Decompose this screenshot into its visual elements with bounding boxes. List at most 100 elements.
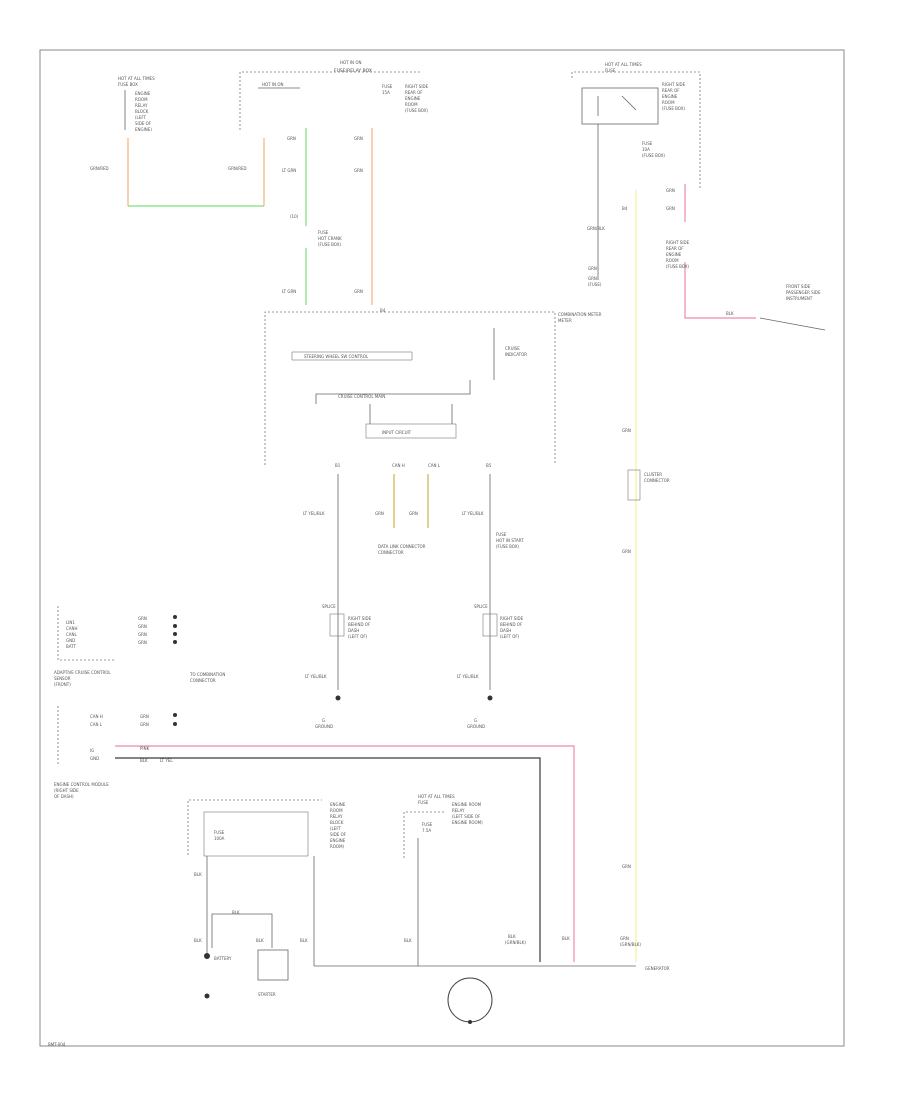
svg-text:BEHIND OF: BEHIND OF [348, 622, 371, 627]
svg-text:BATT: BATT [66, 644, 77, 649]
svg-text:(FUSE): (FUSE) [588, 282, 602, 287]
svg-text:(LEFT: (LEFT [135, 115, 147, 120]
svg-text:TO COMBINATION: TO COMBINATION [189, 672, 225, 677]
svg-text:FUSE: FUSE [418, 800, 429, 805]
svg-text:RIGHT SIDE: RIGHT SIDE [405, 84, 429, 89]
svg-text:LT YEL/BLK: LT YEL/BLK [457, 674, 479, 679]
ground-left-label: GROUND [315, 724, 333, 729]
svg-text:IG: IG [90, 748, 94, 753]
svg-text:GRN: GRN [588, 266, 597, 271]
starter-label: STARTER [258, 992, 276, 997]
svg-text:CAN L: CAN L [90, 722, 103, 727]
svg-text:FUSE: FUSE [496, 532, 507, 537]
left-module-upper: LIN1 CANH CANL GND BATT GRN GRN GRN GRN … [54, 606, 225, 687]
svg-text:FUSE: FUSE [605, 68, 616, 73]
battery: BLK BATTERY [194, 938, 232, 999]
svg-text:(GRN/BLK): (GRN/BLK) [620, 942, 641, 947]
svg-text:METER: METER [558, 318, 572, 323]
svg-text:CANH: CANH [66, 626, 78, 631]
svg-text:BLK: BLK [726, 311, 734, 316]
fuse-panel-top-label: HOT IN ON [340, 60, 361, 65]
svg-text:GRN: GRN [622, 864, 631, 869]
svg-text:(GRN/BLK): (GRN/BLK) [505, 940, 526, 945]
svg-text:ENGINE: ENGINE [330, 838, 346, 843]
svg-text:ROOM: ROOM [330, 808, 343, 813]
left-module-label: ADAPTIVE CRUISE CONTROL [54, 670, 111, 675]
fuse-box-left-label: HOT AT ALL TIMES [118, 76, 155, 81]
svg-text:REAR OF: REAR OF [662, 88, 680, 93]
fuse-box-left: HOT AT ALL TIMES FUSE BOX ENGINE ROOM RE… [90, 76, 155, 171]
svg-text:GND: GND [66, 638, 75, 643]
svg-text:ENGINE: ENGINE [666, 252, 682, 257]
svg-text:BLK: BLK [232, 910, 240, 915]
svg-text:GRN: GRN [666, 206, 675, 211]
svg-text:GRN: GRN [354, 136, 363, 141]
svg-text:CLUSTER: CLUSTER [644, 472, 662, 477]
svg-text:FUSE: FUSE [382, 84, 393, 89]
svg-text:SPLICE: SPLICE [322, 604, 336, 609]
svg-text:BLK: BLK [194, 938, 202, 943]
svg-text:(FUSE BOX): (FUSE BOX) [642, 153, 665, 158]
svg-text:7.5A: 7.5A [422, 828, 431, 833]
svg-text:FUSE: FUSE [318, 230, 329, 235]
hot-at-all-times-mid: HOT AT ALL TIMES [418, 794, 455, 799]
svg-text:FUSE: FUSE [214, 830, 225, 835]
svg-text:10A: 10A [642, 147, 650, 152]
svg-text:CAN H: CAN H [90, 714, 103, 719]
svg-text:ENGINE): ENGINE) [135, 127, 152, 132]
svg-text:G: G [474, 718, 477, 723]
svg-text:ROOM: ROOM [666, 258, 679, 263]
svg-text:GRN/BLK: GRN/BLK [587, 226, 605, 231]
generator-symbol [447, 977, 493, 1023]
wire-black-long [115, 757, 541, 962]
fuse-panel-top-label2: FUSE/RELAY BOX [334, 68, 372, 74]
svg-text:BLK: BLK [404, 938, 412, 943]
svg-text:LIN1: LIN1 [66, 620, 75, 625]
svg-text:(FUSE BOX): (FUSE BOX) [666, 264, 689, 269]
svg-text:PASSENGER SIDE: PASSENGER SIDE [786, 290, 821, 295]
svg-text:FRONT SIDE: FRONT SIDE [786, 284, 811, 289]
battery-label: BATTERY [214, 956, 232, 961]
svg-text:(FUSE BOX): (FUSE BOX) [662, 106, 685, 111]
svg-text:(LEFT OF): (LEFT OF) [500, 634, 520, 639]
svg-text:FUSE: FUSE [642, 141, 653, 146]
svg-text:LT YEL/BLK: LT YEL/BLK [303, 511, 325, 516]
svg-text:(LEFT: (LEFT [330, 826, 342, 831]
svg-text:GRN: GRN [140, 722, 149, 727]
svg-text:BLOCK: BLOCK [135, 109, 149, 114]
svg-text:GRN: GRN [622, 549, 631, 554]
svg-text:SENSOR: SENSOR [54, 676, 71, 681]
svg-text:FUSE BOX: FUSE BOX [118, 82, 138, 87]
generator-fuse: HOT AT ALL TIMES FUSE FUSE 7.5A ENGINE R… [403, 794, 570, 966]
svg-text:ENGINE ROOM: ENGINE ROOM [452, 802, 482, 807]
svg-text:B4: B4 [380, 308, 386, 313]
svg-text:(FUSE BOX): (FUSE BOX) [405, 108, 428, 113]
svg-text:ENGINE: ENGINE [405, 96, 421, 101]
svg-text:GRN/RED: GRN/RED [228, 166, 247, 171]
svg-text:B5: B5 [486, 463, 492, 468]
svg-text:G: G [322, 718, 325, 723]
svg-text:15A: 15A [382, 90, 390, 95]
svg-text:GRN: GRN [140, 714, 149, 719]
svg-text:ENGINE: ENGINE [662, 94, 678, 99]
left-module-lower: CAN H CAN L GRN GRN IG GND ENGINE CONTRO… [54, 706, 177, 799]
svg-text:(FRONT): (FRONT) [54, 682, 71, 687]
svg-text:CONNECTOR: CONNECTOR [190, 678, 216, 683]
svg-text:GRN: GRN [622, 428, 631, 433]
left-module2-label: ENGINE CONTROL MODULE [54, 782, 109, 787]
svg-text:100A: 100A [214, 836, 225, 841]
svg-text:CANL: CANL [66, 632, 78, 637]
data-link-label: DATA LINK CONNECTOR [378, 544, 426, 549]
svg-text:CRUISE: CRUISE [505, 346, 520, 351]
svg-text:LT YEL/BLK: LT YEL/BLK [462, 511, 484, 516]
svg-text:GRN/RED: GRN/RED [90, 166, 109, 171]
svg-text:RELAY: RELAY [452, 808, 465, 813]
svg-text:SPLICE: SPLICE [474, 604, 488, 609]
svg-text:ROOM): ROOM) [330, 844, 345, 849]
svg-text:GRN: GRN [138, 640, 147, 645]
svg-text:B4: B4 [622, 206, 628, 211]
svg-text:BEHIND OF: BEHIND OF [500, 622, 523, 627]
svg-text:ENGINE: ENGINE [330, 802, 346, 807]
bottom-fuse: FUSE 100A ENGINE ROOM RELAY BLOCK (LEFT … [187, 799, 347, 857]
